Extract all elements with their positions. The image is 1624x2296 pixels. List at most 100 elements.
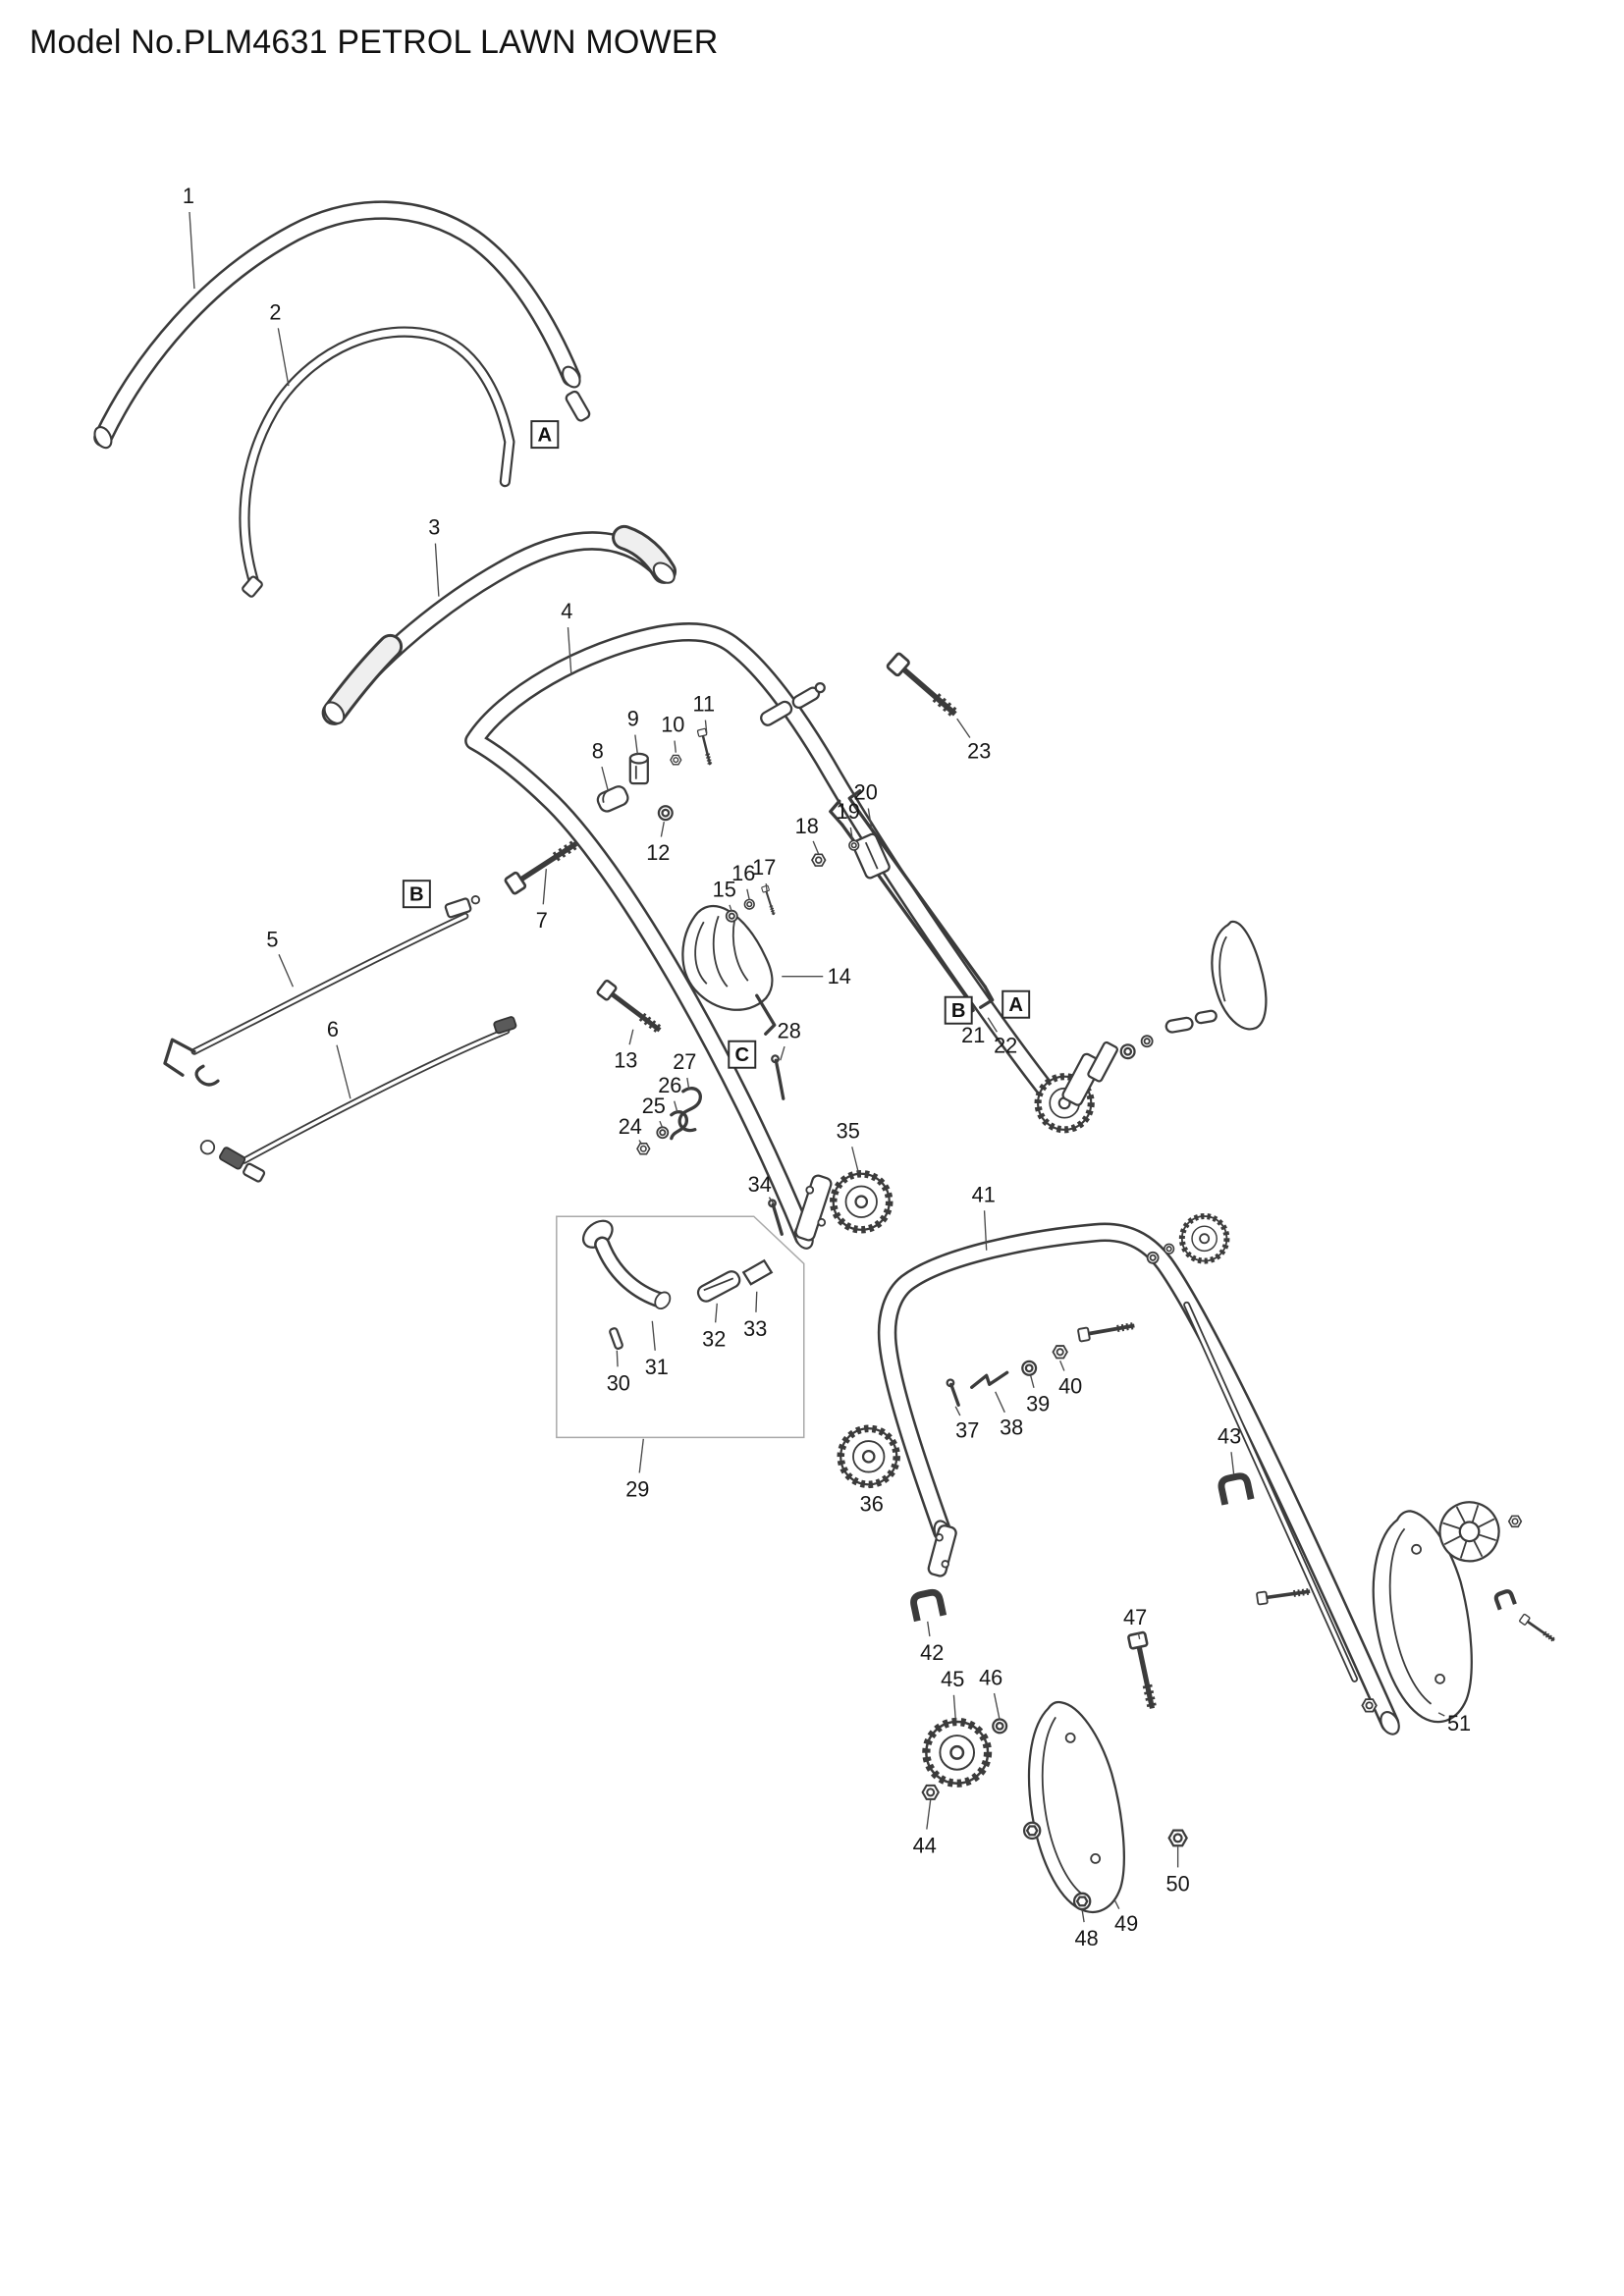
part-number-43: 43 [1218,1423,1241,1448]
leader-line-42 [927,1621,931,1637]
part-number-3: 3 [428,515,440,540]
part-29-handle-assembly [556,1215,805,1439]
part-39-washer [1021,1360,1038,1376]
part-45-knob [926,1722,988,1784]
pivot-washer-a [1119,1043,1136,1060]
part-number-5: 5 [266,928,278,952]
part-5-cable [163,895,481,1087]
part-6-cable [199,1016,517,1183]
leader-line-23 [956,718,971,738]
part-number-18: 18 [795,814,819,838]
part-number-34: 34 [748,1172,772,1197]
part-number-24: 24 [619,1114,642,1139]
part-number-9: 9 [627,707,639,731]
leader-line-13 [628,1029,634,1045]
leader-line-1 [189,211,195,290]
part-number-7: 7 [536,908,548,933]
callout-a-4: A [1001,989,1031,1019]
leader-line-27 [686,1077,690,1091]
leader-line-6 [336,1044,352,1099]
part-number-32: 32 [702,1326,726,1351]
part-47-bolt [1128,1632,1161,1711]
leader-line-40 [1059,1361,1065,1371]
part-number-27: 27 [673,1049,696,1074]
leader-line-20 [867,808,873,829]
leader-line-43 [1230,1452,1235,1474]
handle-arm-end-plate [794,1174,833,1242]
part-27-hook [677,1087,702,1133]
grip-lever-part [1164,921,1268,1034]
leader-line-15 [729,904,732,912]
part-31-lever [581,1219,672,1310]
leader-line-48 [1081,1909,1085,1923]
leader-line-49 [1113,1899,1120,1909]
frame-washer-b [1164,1243,1175,1255]
part-number-36: 36 [860,1491,884,1516]
leader-line-33 [755,1291,758,1312]
part-number-13: 13 [614,1048,637,1073]
callout-b-3: B [944,995,973,1025]
leader-line-24 [638,1140,643,1146]
leader-line-35 [851,1147,859,1173]
small-screw [1519,1614,1556,1644]
part-number-23: 23 [967,739,991,764]
part-7-bolt [505,836,581,894]
pivot-washer-b [1140,1035,1154,1048]
part-number-51: 51 [1447,1711,1471,1735]
part-13-bolt [597,980,665,1037]
part-number-28: 28 [778,1019,801,1043]
leader-line-31 [651,1320,656,1351]
part-28-pin [771,1054,785,1100]
part-10-nut [670,754,682,766]
part-number-19: 19 [837,799,860,824]
leader-line-37 [954,1406,961,1416]
leader-line-25 [659,1120,664,1129]
part-number-46: 46 [979,1665,1002,1689]
part-51-side-plate [1372,1510,1473,1724]
part-36-adjuster-knob [840,1428,896,1484]
part-25-washer [656,1126,670,1140]
leader-line-8 [601,766,609,791]
part-14-lever-housing [681,904,777,1036]
part-number-41: 41 [972,1182,996,1206]
cable-adjusters [760,682,826,726]
part-number-29: 29 [625,1476,649,1501]
part-33-plate [741,1258,774,1286]
leader-line-3 [434,543,440,597]
part-number-21: 21 [961,1023,985,1047]
leader-line-17 [765,883,768,893]
part-17-screw [759,883,780,918]
part-number-42: 42 [920,1640,944,1665]
part-23-bolt [887,653,961,721]
part-number-40: 40 [1058,1373,1082,1398]
part-49-side-plate [1027,1700,1125,1914]
part-50-nut [1167,1829,1188,1847]
part-26-hook [670,1110,689,1141]
diagram-artwork [93,200,1557,1914]
part-34-pin [768,1199,784,1236]
part-number-48: 48 [1075,1926,1099,1950]
part-number-17: 17 [752,855,776,880]
part-number-25: 25 [642,1094,666,1118]
part-number-44: 44 [913,1833,937,1857]
part-1-upper-handle [93,200,591,450]
part-number-6: 6 [327,1017,339,1041]
leader-line-10 [674,740,677,753]
leader-line-30 [616,1350,619,1367]
fan-nut [1507,1515,1523,1528]
part-19-washer [848,839,860,851]
leader-line-46 [993,1692,1001,1721]
part-number-31: 31 [645,1355,669,1379]
part-37-pin [946,1378,960,1407]
leader-line-51 [1437,1712,1445,1717]
part-number-15: 15 [713,878,736,902]
frame-knob-right [1182,1216,1227,1261]
leader-line-16 [746,888,750,900]
part-number-49: 49 [1114,1911,1138,1936]
part-24-nut [636,1143,651,1155]
part-number-16: 16 [731,861,755,885]
leader-line-32 [714,1303,718,1323]
